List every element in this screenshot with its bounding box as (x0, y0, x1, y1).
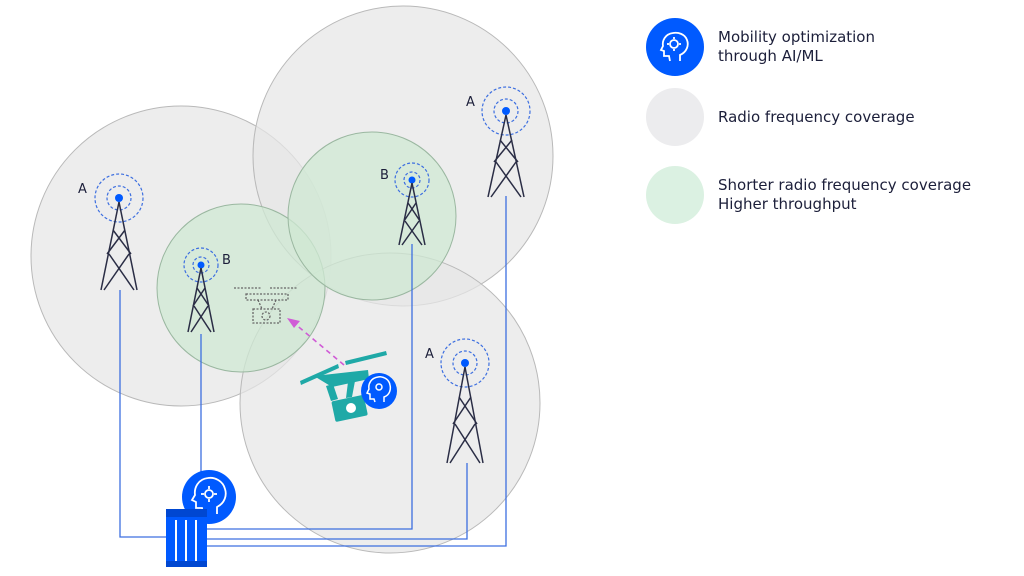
drone-ai-badge (361, 373, 397, 409)
drone-icon (300, 351, 387, 422)
movement-arrow (287, 318, 345, 366)
tower-a-bottom (440, 338, 490, 464)
tower-a-left-label: A (78, 182, 87, 197)
server-icon (166, 509, 207, 567)
tower-b-left-label: B (222, 253, 231, 268)
legend-short-label: Shorter radio frequency coverage Higher … (718, 176, 972, 213)
tower-a-bottom-label: A (425, 347, 434, 362)
short-coverage-swatch (646, 166, 704, 224)
ai-head-icon (646, 18, 704, 76)
tower-b-top-label: B (380, 168, 389, 183)
short-coverage-top (287, 131, 457, 301)
legend-ai: Mobility optimization through AI/ML (646, 18, 875, 76)
tower-b-left (183, 247, 219, 333)
rf-coverage-swatch (646, 88, 704, 146)
tower-b-top (394, 162, 430, 246)
legend-ai-label: Mobility optimization through AI/ML (718, 28, 875, 65)
tower-a-left (94, 173, 144, 291)
legend-rf: Radio frequency coverage (646, 88, 915, 146)
tower-a-top-label: A (466, 95, 475, 110)
legend-rf-label: Radio frequency coverage (718, 107, 915, 126)
tower-a-top (481, 86, 531, 198)
legend-short: Shorter radio frequency coverage Higher … (646, 166, 971, 224)
ghost-drone-icon (234, 287, 298, 324)
